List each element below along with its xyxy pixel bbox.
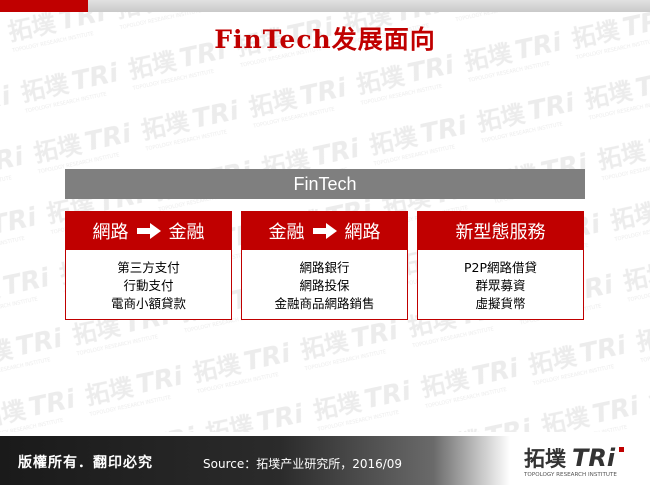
list-item: 網路投保 (299, 278, 350, 293)
list-item: 金融商品網路銷售 (274, 296, 375, 311)
column-finance-to-network: 金融 網路 網路銀行 網路投保 金融商品網路銷售 (241, 211, 408, 320)
page-title: FinTech发展面向 (214, 25, 436, 54)
logo-dot (619, 447, 624, 452)
list-item: 虛擬貨幣 (475, 296, 526, 311)
item-list: 第三方支付 行動支付 電商小額貸款 (66, 250, 231, 313)
list-item: 第三方支付 (117, 260, 180, 275)
list-item: P2P網路借貸 (463, 260, 538, 275)
column-new-services: 新型態服務 P2P網路借貸 群眾募資 虛擬貨幣 (417, 211, 584, 320)
heading-from: 金融 (268, 222, 305, 243)
logo-tagline: TOPOLOGY RESEARCH INSTITUTE (523, 472, 617, 478)
heading-to: 金融 (168, 222, 205, 243)
list-item: 群眾募資 (475, 278, 526, 293)
heading-label: 新型態服務 (455, 222, 546, 243)
arrow-right-icon (136, 223, 161, 239)
column-network-to-finance: 網路 金融 第三方支付 行動支付 電商小額貸款 (65, 211, 232, 320)
list-item: 行動支付 (123, 278, 174, 293)
top-bar-accent (0, 0, 88, 12)
copyright-notice: 版權所有．翻印必究 (18, 455, 153, 471)
tri-logo: 拓墣 TRi TOPOLOGY RESEARCH INSTITUTE (523, 444, 624, 478)
column-heading: 新型態服務 (418, 212, 583, 250)
item-list: 網路銀行 網路投保 金融商品網路銷售 (242, 250, 407, 313)
fintech-header: FinTech (65, 169, 585, 199)
logo-chinese: 拓墣 (524, 447, 566, 471)
logo-english: TRi (572, 444, 616, 472)
column-heading: 金融 網路 (242, 212, 407, 250)
top-bar (0, 0, 650, 12)
arrow-right-icon (312, 223, 337, 239)
source-note: Source：拓墣产业研究所，2016/09 (203, 457, 403, 471)
heading-to: 網路 (344, 222, 381, 243)
item-list: P2P網路借貸 群眾募資 虛擬貨幣 (418, 250, 583, 313)
column-heading: 網路 金融 (66, 212, 231, 250)
list-item: 電商小額貸款 (110, 296, 186, 311)
footer-band (0, 436, 510, 485)
list-item: 網路銀行 (299, 260, 350, 275)
heading-from: 網路 (92, 222, 129, 243)
